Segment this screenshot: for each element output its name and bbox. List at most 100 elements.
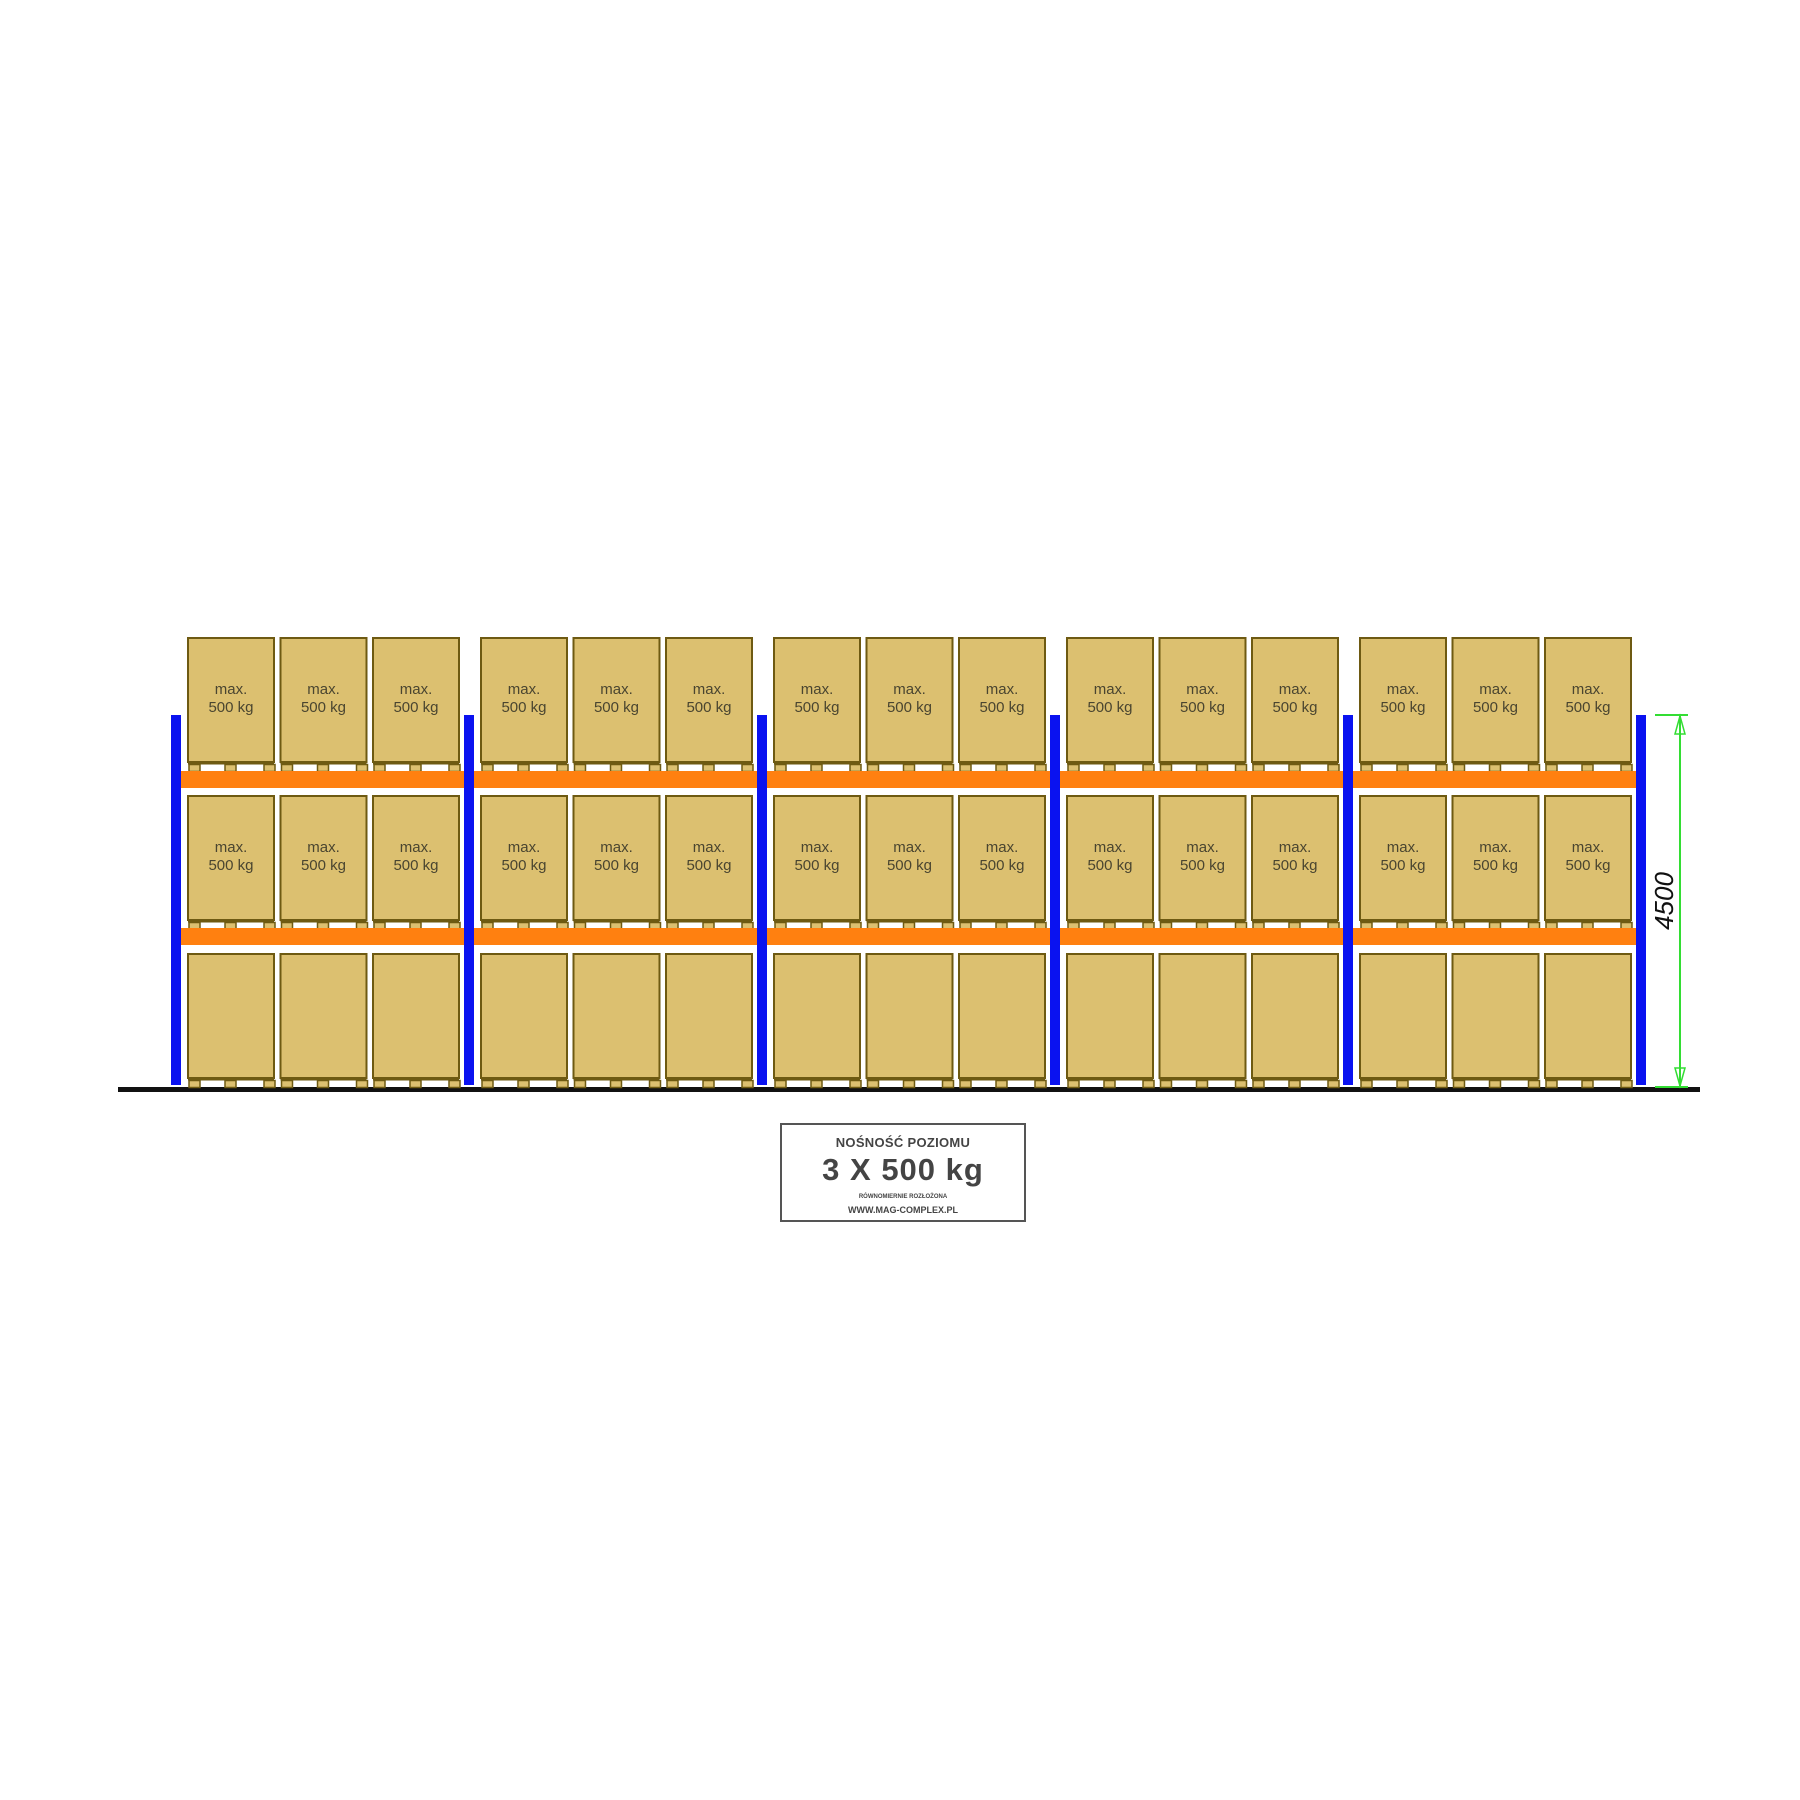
pallet-block <box>810 1079 823 1089</box>
pallet-box <box>1158 953 1247 1079</box>
pallet-deck <box>1545 1078 1631 1081</box>
pallet-deck <box>666 1078 752 1081</box>
pallet-block <box>355 1079 369 1089</box>
pallet-box <box>279 637 368 763</box>
pallet-block <box>741 763 754 773</box>
pallet-block <box>1488 763 1502 773</box>
pallet-deck <box>280 920 367 923</box>
pallet-block <box>941 763 955 773</box>
box-load-text: max. <box>1094 681 1127 698</box>
pallet-block <box>1581 763 1594 773</box>
box-load-text: 500 kg <box>1180 857 1225 874</box>
box-load-text: max. <box>693 839 726 856</box>
pallet-box <box>1544 795 1632 921</box>
box-load-text: 500 kg <box>794 857 839 874</box>
pallet-block <box>666 1079 679 1089</box>
pallet-block <box>1396 763 1409 773</box>
box-load-text: max. <box>307 681 340 698</box>
pallet-box <box>1451 953 1540 1079</box>
pallet-block <box>316 1079 330 1089</box>
height-dimension-text: 4500 <box>1649 872 1679 930</box>
pallet-deck <box>188 920 274 923</box>
pallet-deck <box>1159 920 1246 923</box>
pallet-block <box>1452 763 1466 773</box>
pallet-deck <box>959 1078 1045 1081</box>
box-load-text: max. <box>801 839 834 856</box>
pallet-block <box>609 763 623 773</box>
pallet-box <box>1158 637 1247 763</box>
box-load-text: max. <box>1387 681 1420 698</box>
pallet-block <box>1435 763 1448 773</box>
upright <box>757 715 767 1085</box>
pallet-block <box>1103 763 1116 773</box>
pallet-box <box>865 637 954 763</box>
box-load-text: max. <box>400 681 433 698</box>
label-capacity: 3 X 500 kg <box>822 1152 984 1187</box>
box-load-text: 500 kg <box>794 699 839 716</box>
pallet-block <box>481 763 494 773</box>
pallet-deck <box>774 1078 860 1081</box>
pallet-box <box>480 637 568 763</box>
box-load-text: 500 kg <box>1272 699 1317 716</box>
box-load-text: max. <box>307 839 340 856</box>
pallet-block <box>1620 1079 1633 1089</box>
pallet-deck <box>866 762 953 765</box>
pallet-deck <box>481 762 567 765</box>
pallet-block <box>959 763 972 773</box>
pallet-deck <box>280 1078 367 1081</box>
pallet-box <box>187 953 275 1079</box>
pallet-block <box>1195 1079 1209 1089</box>
upright <box>171 715 181 1085</box>
box-load-text: max. <box>1479 681 1512 698</box>
box-load-text: 500 kg <box>1565 857 1610 874</box>
pallet-block <box>1159 1079 1173 1089</box>
pallet-block <box>1581 1079 1594 1089</box>
pallet-box <box>958 795 1046 921</box>
box-load-text: 500 kg <box>1272 857 1317 874</box>
pallet-block <box>316 763 330 773</box>
box-load-text: max. <box>600 681 633 698</box>
pallet-deck <box>1545 920 1631 923</box>
pallet-block <box>263 763 276 773</box>
pallet-box <box>572 953 661 1079</box>
box-load-text: 500 kg <box>208 699 253 716</box>
pallet-deck <box>866 1078 953 1081</box>
box-load-text: 500 kg <box>1380 699 1425 716</box>
box-load-text: 500 kg <box>1087 699 1132 716</box>
upright <box>1343 715 1353 1085</box>
pallet-deck <box>1067 920 1153 923</box>
pallet-deck <box>1452 1078 1539 1081</box>
pallet-deck <box>481 920 567 923</box>
box-load-text: max. <box>986 839 1019 856</box>
pallet-box <box>372 953 460 1079</box>
pallet-box <box>1544 637 1632 763</box>
pallet-block <box>648 763 662 773</box>
pallet-deck <box>188 1078 274 1081</box>
box-load-text: max. <box>508 839 541 856</box>
box-load-text: max. <box>1279 681 1312 698</box>
box-load-text: 500 kg <box>594 699 639 716</box>
pallet-block <box>1545 1079 1558 1089</box>
pallet-deck <box>1159 762 1246 765</box>
pallet-block <box>373 763 386 773</box>
box-load-text: 500 kg <box>1473 857 1518 874</box>
pallet-block <box>902 1079 916 1089</box>
dimension-arrow-bottom <box>1674 1067 1686 1089</box>
pallet-deck <box>573 920 660 923</box>
pallet-box <box>1066 637 1154 763</box>
pallet-box <box>572 637 661 763</box>
pallet-block <box>263 1079 276 1089</box>
box-load-text: 500 kg <box>501 699 546 716</box>
pallet-block <box>1288 763 1301 773</box>
box-load-text: max. <box>1279 839 1312 856</box>
pallet-deck <box>1545 762 1631 765</box>
pallet-block <box>556 763 569 773</box>
load-capacity-label: NOŚNOŚĆ POZIOMU 3 X 500 kg RÓWNOMIERNIE … <box>780 1123 1026 1222</box>
pallet-block <box>188 1079 201 1089</box>
pallet-block <box>866 763 880 773</box>
box-load-text: max. <box>986 681 1019 698</box>
pallet-block <box>1360 763 1373 773</box>
pallet-block <box>1067 763 1080 773</box>
upright <box>1636 715 1646 1085</box>
